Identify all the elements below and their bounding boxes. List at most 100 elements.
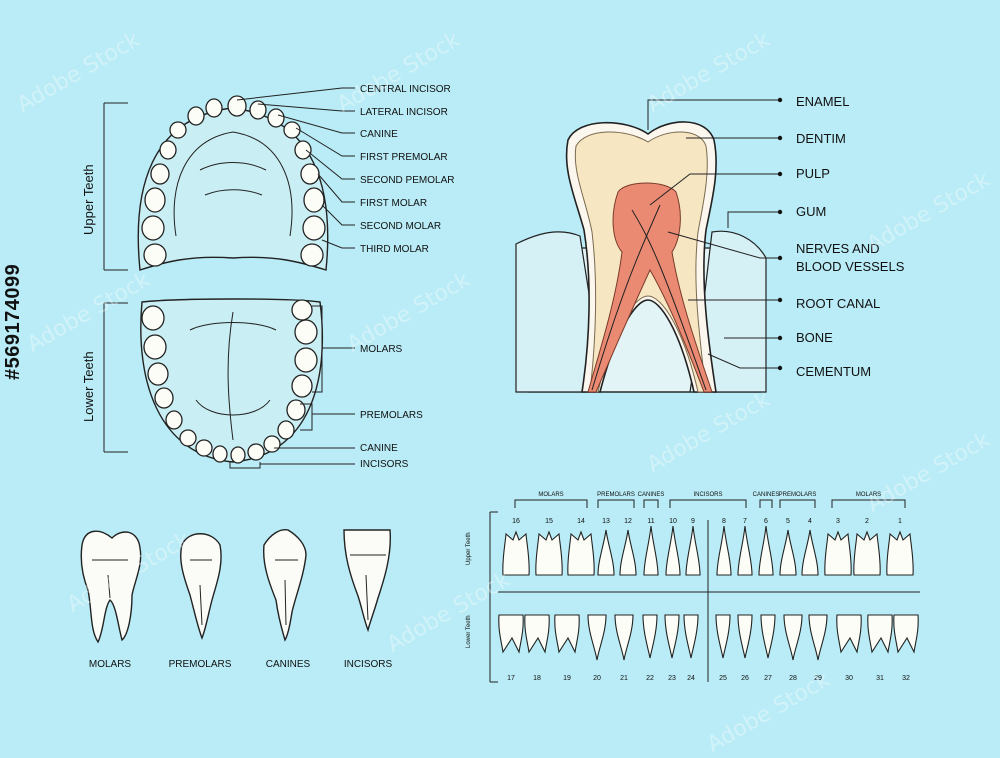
chart-upper-tooth: [502, 530, 530, 576]
chart-upper-number: 16: [512, 518, 520, 525]
chart-upper-tooth: [685, 525, 701, 576]
cross-section-label: CEMENTUM: [796, 364, 871, 379]
chart-group-bracket: [643, 499, 659, 508]
molar-illustration: [80, 530, 142, 644]
chart-upper-number: 3: [836, 518, 840, 525]
chart-lower-number: 18: [533, 675, 541, 682]
chart-lower-tooth: [524, 614, 550, 654]
cross-section-label: BONE: [796, 330, 833, 345]
tongue-line: [195, 399, 271, 416]
nerves-leader: [667, 231, 780, 259]
chart-lower-number: 23: [668, 675, 676, 682]
upper-jaw-tooth: [249, 100, 267, 120]
chart-group-label: PREMOLARS: [597, 492, 635, 498]
chart-upper-tooth: [716, 525, 732, 576]
upper-jaw-tooth: [187, 106, 205, 126]
leader-dot: [777, 97, 783, 103]
lower-teeth: [141, 299, 318, 464]
upper-jaw-tooth: [141, 215, 165, 241]
chart-group-bracket: [831, 499, 906, 508]
chart-group-bracket: [514, 499, 588, 508]
upper-jaw: Upper Teeth CENTRAL INCISOR LATERAL INCIS…: [81, 84, 454, 271]
chart-lower-number: 32: [902, 675, 910, 682]
chart-lower-number: 28: [789, 675, 797, 682]
chart-upper-number: 2: [865, 518, 869, 525]
upper-jaw-tooth: [283, 121, 301, 139]
lower-teeth-side-label: Lower Teeth: [81, 351, 96, 422]
leader-dot: [777, 297, 783, 303]
lower-jaw-tooth: [263, 435, 281, 453]
chart-group-label: MOLARS: [856, 492, 881, 498]
upper-jaw-label: FIRST PREMOLAR: [360, 152, 448, 163]
upper-jaw-tooth: [150, 163, 170, 185]
chart-lower-number: 20: [593, 675, 601, 682]
upper-jaw-labels: CENTRAL INCISOR LATERAL INCISOR CANINE FIRS…: [236, 84, 454, 255]
tooth-type-label: CANINES: [266, 659, 311, 670]
chart-lower-tooth: [715, 614, 731, 659]
cross-section-label: NERVES AND: [796, 241, 880, 256]
lower-jaw-label: MOLARS: [360, 344, 403, 355]
gum-leader: [727, 211, 780, 228]
chart-upper-number: 13: [602, 518, 610, 525]
palate-fold: [204, 189, 263, 196]
upper-jaw-leader: [236, 87, 355, 101]
upper-jaw-tooth: [267, 108, 285, 128]
tooth-type-label: PREMOLARS: [169, 659, 232, 670]
chart-lower-tooth: [867, 614, 893, 654]
lower-jaw-tooth: [147, 362, 169, 386]
chart-group-label: PREMOLARS: [779, 492, 817, 498]
chart-upper-number: 4: [808, 518, 812, 525]
enamel-leader: [647, 99, 780, 130]
chart-upper-tooth: [824, 530, 852, 576]
cross-section-label: PULP: [796, 166, 830, 181]
chart-upper-number: 9: [691, 518, 695, 525]
chart-lower-number: 24: [687, 675, 695, 682]
upper-jaw-leader: [305, 149, 355, 180]
pulp-leader: [649, 173, 780, 206]
upper-jaw-leader: [317, 173, 355, 203]
incisor-illustration: [343, 529, 392, 633]
lower-jaw-tooth: [294, 319, 318, 345]
palate-fold: [199, 162, 267, 171]
chart-upper-number: 14: [577, 518, 585, 525]
upper-jaw-label: LATERAL INCISOR: [360, 107, 448, 118]
chart-lower-tooth: [683, 614, 699, 659]
leader-dot: [777, 209, 783, 215]
chart-lower-tooth: [760, 614, 776, 659]
upper-jaw-leader: [277, 114, 355, 134]
cross-section-label: ROOT CANAL: [796, 296, 880, 311]
lower-jaw-tooth: [291, 299, 313, 321]
chart-group-bracket: [759, 499, 773, 508]
upper-jaw-leader: [257, 103, 355, 112]
upper-teeth-side-label: Upper Teeth: [81, 164, 96, 235]
upper-jaw-tooth: [205, 98, 223, 118]
chart-lower-number: 21: [620, 675, 628, 682]
tongue-line: [227, 311, 234, 441]
upper-jaw-label: CENTRAL INCISOR: [360, 84, 451, 95]
chart-lower-tooth: [554, 614, 580, 654]
chart-lower-number: 27: [764, 675, 772, 682]
chart-upper-tooth: [665, 525, 681, 576]
upper-jaw-tooth: [159, 140, 177, 160]
lower-jaw-label: PREMOLARS: [360, 410, 423, 421]
chart-upper-tooth: [886, 530, 914, 576]
cross-section-label: ENAMEL: [796, 94, 849, 109]
lower-jaw-tooth: [143, 334, 167, 360]
lower-jaw-tooth: [165, 410, 183, 430]
upper-jaw-label: CANINE: [360, 129, 398, 140]
upper-jaw-label: FIRST MOLAR: [360, 198, 427, 209]
chart-upper-number: 1: [898, 518, 902, 525]
chart-upper-tooth: [535, 530, 563, 576]
lower-jaw-tooth: [277, 420, 295, 440]
chart-group-label: INCISORS: [693, 492, 722, 498]
lower-jaw-tooth: [286, 399, 306, 421]
upper-jaw-tooth: [227, 95, 247, 117]
chart-lower-tooth: [664, 614, 680, 659]
chart-upper-number: 11: [647, 518, 654, 525]
chart-upper-number: 7: [743, 518, 747, 525]
chart-lower-tooth: [498, 614, 524, 654]
